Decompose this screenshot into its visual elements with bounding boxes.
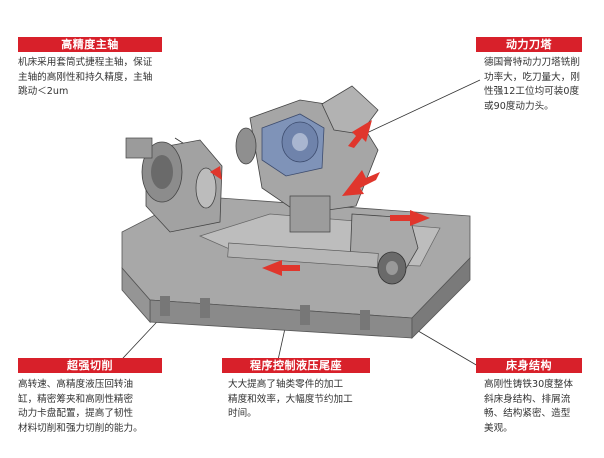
tailstock-description: 大大提高了轴类零件的加工 精度和效率，大幅度节约加工 时间。 — [228, 379, 353, 419]
tailstock-unit — [227, 213, 419, 285]
spindle-title-bar: 高精度主轴 — [18, 37, 162, 52]
tailstock-title: 程序控制液压尾座 — [250, 359, 342, 372]
bed-title-bar: 床身结构 — [476, 358, 582, 373]
bed-title: 床身结构 — [506, 359, 552, 372]
spindle-title: 高精度主轴 — [61, 38, 119, 51]
chuck-description: 高转速、高精度液压回转油 缸，精密筹夹和高刚性精密 动力卡盘配置，提高了韧性 材… — [18, 379, 143, 434]
spindle-unit — [125, 137, 223, 233]
tailstock-title-bar: 程序控制液压尾座 — [222, 358, 370, 373]
turret-title: 动力刀塔 — [506, 38, 552, 51]
chuck-title-bar: 超强切削 — [18, 358, 162, 373]
turret-description: 德国膏特动力刀塔铣削 功率大，吃刀量大，刚 性强12工位均可装0度 或90度动力… — [484, 57, 580, 112]
turret-title-bar: 动力刀塔 — [476, 37, 582, 52]
motion-arrows — [210, 120, 430, 276]
chuck-title: 超强切削 — [67, 359, 113, 372]
turret-unit — [235, 85, 379, 233]
bed-description: 高刚性铸铁30度整体 斜床身结构、排屑流 畅、结构紧密、造型 美观。 — [484, 379, 573, 434]
spindle-description: 机床采用套筒式捷程主轴，保证 主轴的高刚性和持久精度，主轴 跳动＜2um — [18, 57, 153, 97]
